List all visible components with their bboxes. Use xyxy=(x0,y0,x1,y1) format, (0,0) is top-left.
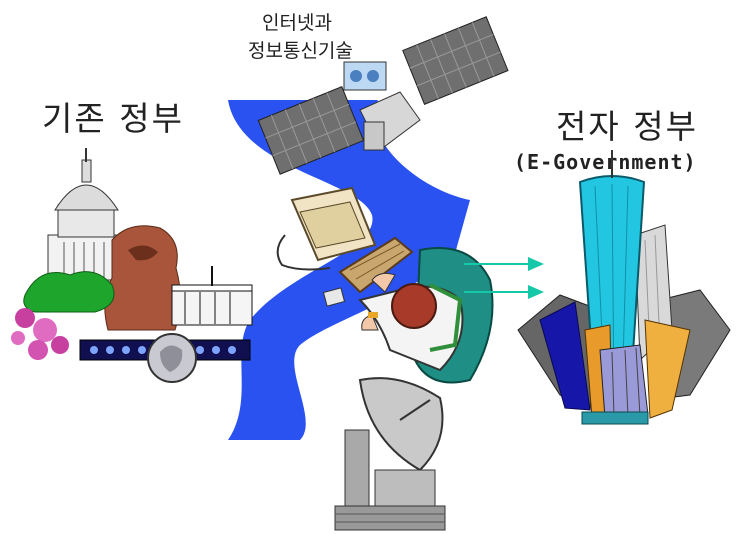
e-government-english-label: (E-Government) xyxy=(514,150,697,174)
arrows-icon xyxy=(464,257,544,299)
person-icon xyxy=(358,247,494,384)
internet-label-line1: 인터넷과 xyxy=(262,12,332,34)
trees-icon xyxy=(23,271,115,313)
ict-label-line2: 정보통신기술 xyxy=(248,40,353,62)
e-government-korean-label: 전자 정부 xyxy=(556,107,698,146)
flowers-icon xyxy=(11,308,69,360)
coin-icon xyxy=(147,333,197,383)
computer-icon xyxy=(276,186,414,307)
satellite-icon xyxy=(257,16,509,175)
skyscrapers-icon xyxy=(517,150,731,425)
old-government-label: 기존 정부 xyxy=(42,99,184,138)
white-house-icon xyxy=(171,266,253,326)
satellite-dish-icon xyxy=(334,377,446,531)
lincoln-statue-icon xyxy=(104,225,181,331)
